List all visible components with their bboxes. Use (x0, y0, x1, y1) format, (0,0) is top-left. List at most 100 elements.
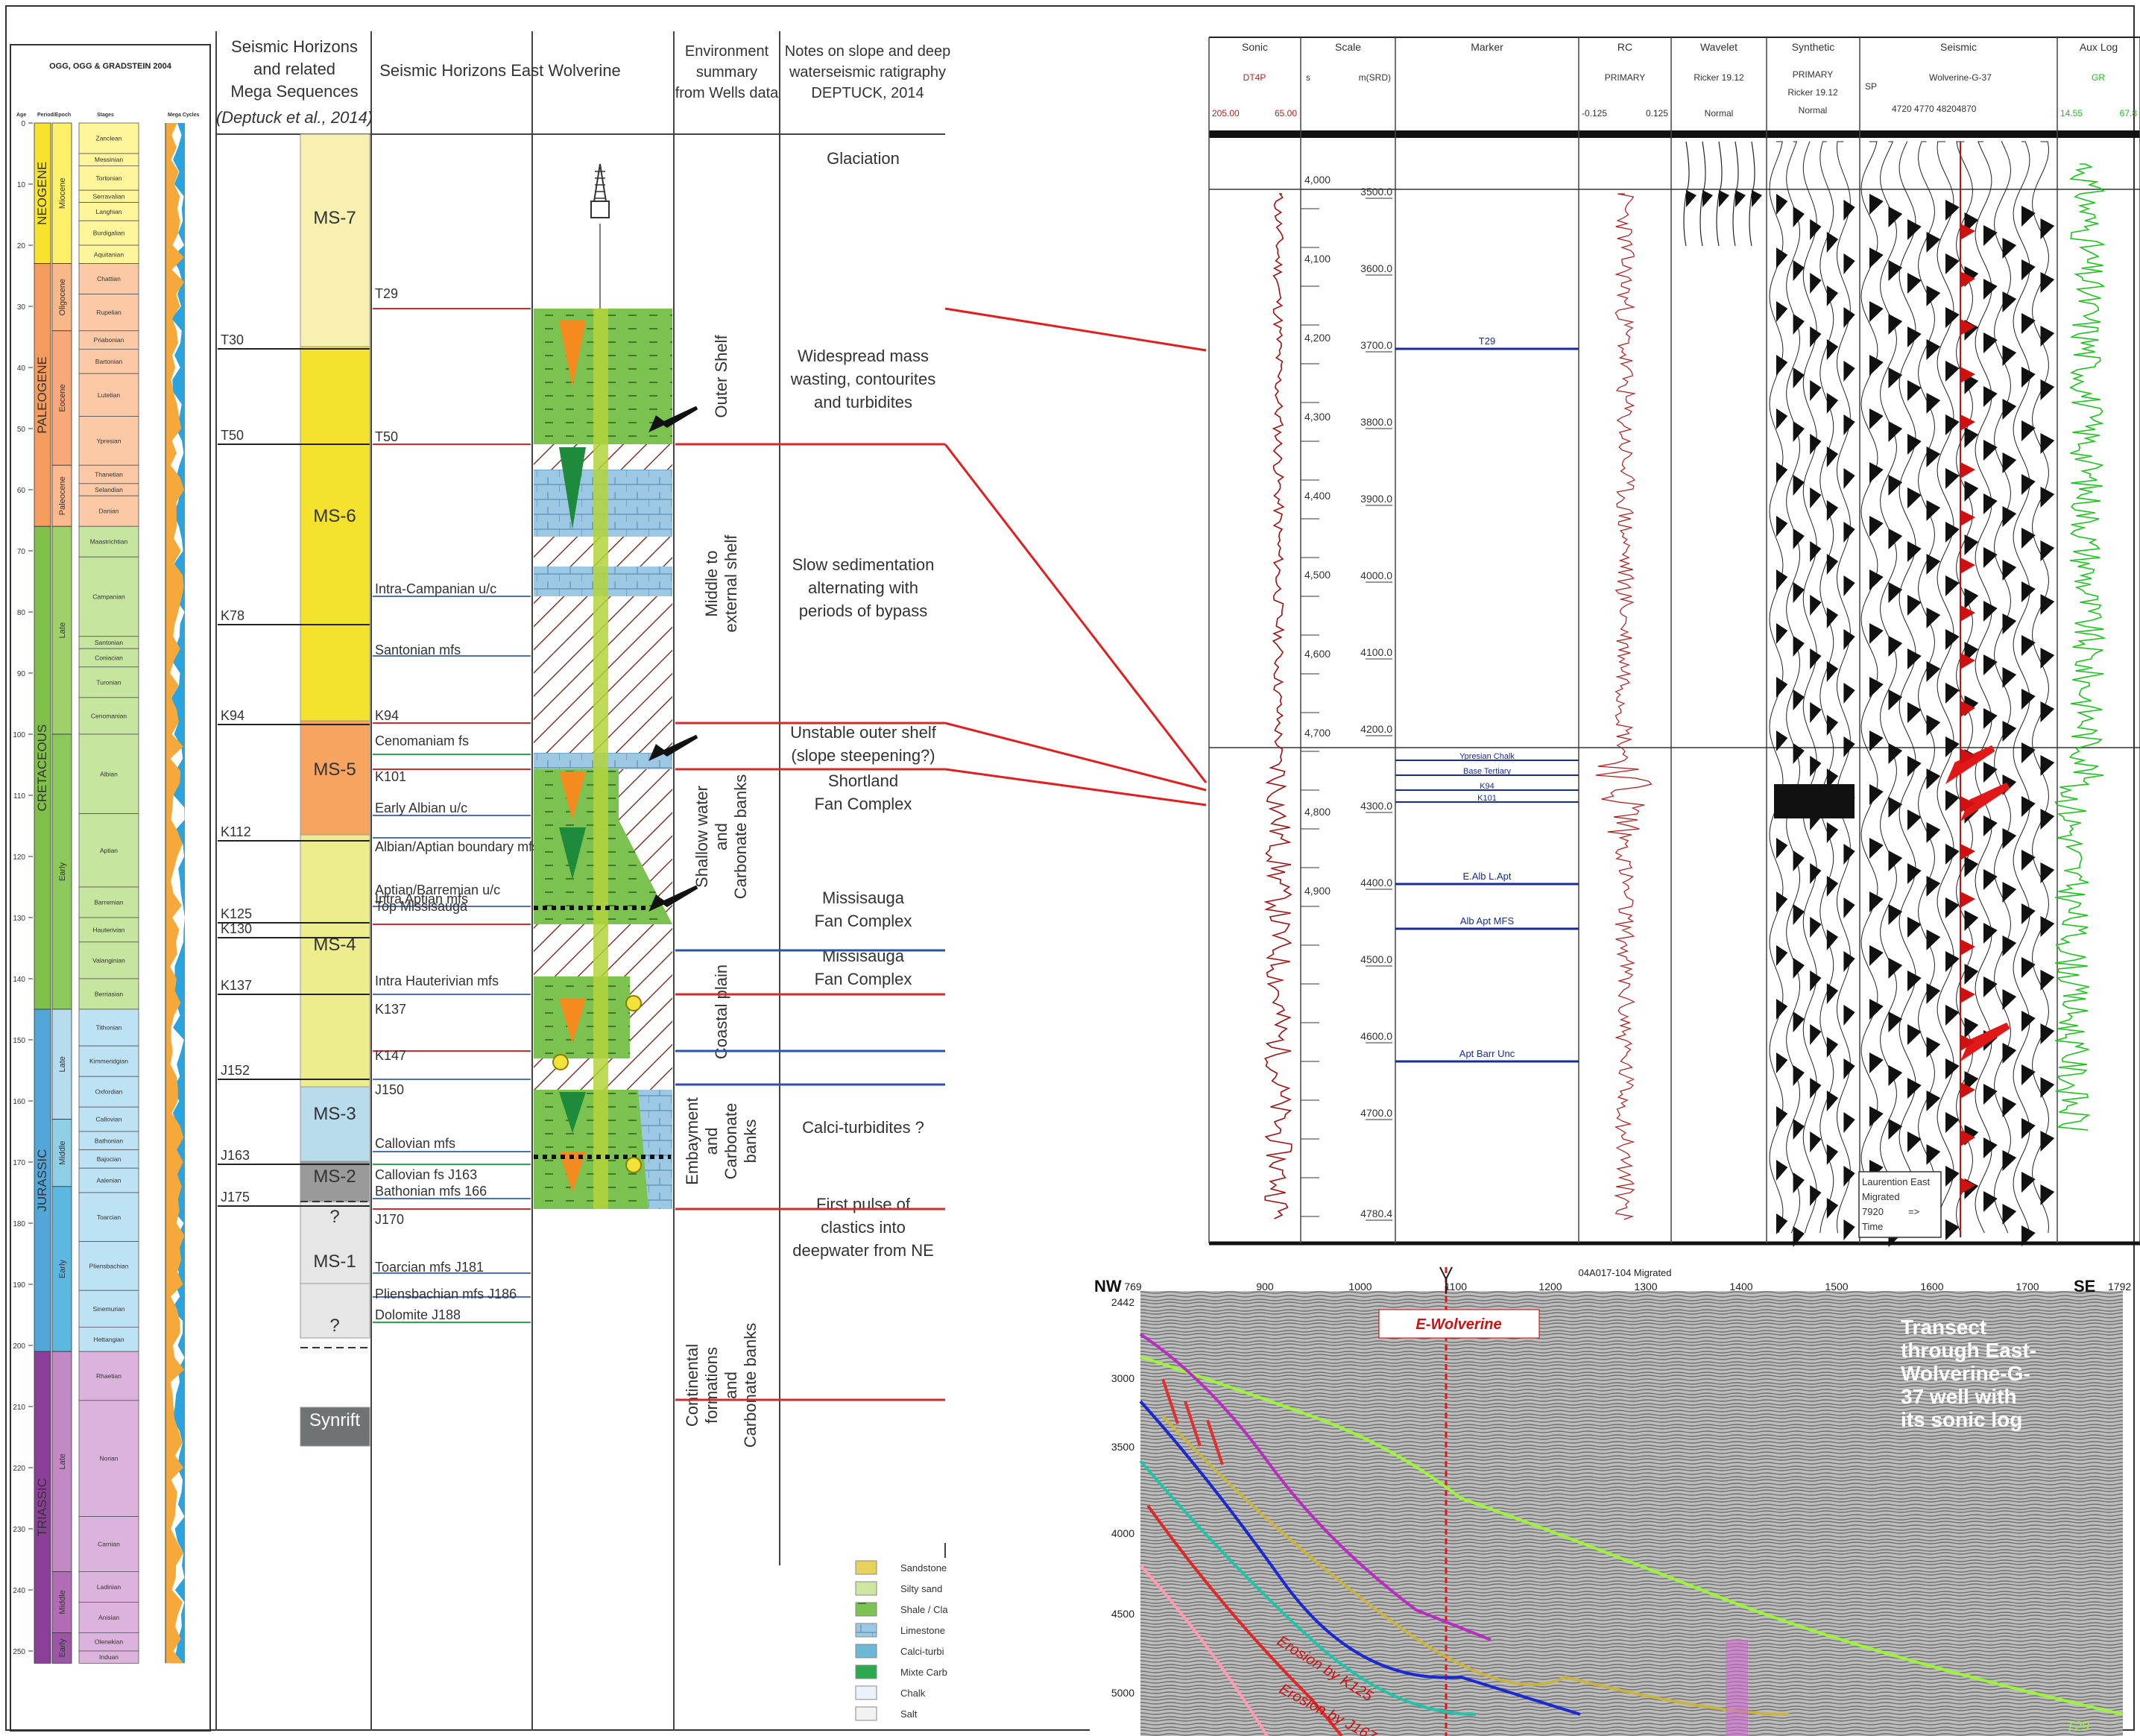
seismic-lobe (1869, 247, 1884, 268)
synthetic-lobe (1793, 367, 1805, 388)
synthetic-lobe (1843, 361, 1855, 382)
stage-block (78, 1632, 139, 1652)
seismic-lobe (1869, 516, 1884, 537)
seismic-lobe (2040, 648, 2055, 669)
age-tick-label: 190 (13, 1281, 25, 1290)
ew-horizon-label: Callovian fs J163 (375, 1167, 477, 1182)
section-corner-label: T29 (2066, 1719, 2089, 1734)
synthetic-label: PRIMARY (1793, 69, 1833, 80)
seismic-lobe (1907, 863, 1922, 884)
synthetic-lobe (1843, 1005, 1855, 1026)
tie-lobe (1960, 271, 1975, 288)
environment-label: Carbonate banks (731, 774, 750, 900)
synthetic-lobe (1826, 929, 1839, 950)
seismic-lobe (2021, 259, 2036, 280)
seismic-lobe (1926, 500, 1941, 521)
env-header-line3: from Wells data (675, 85, 779, 101)
seismic-lobe (2002, 560, 2017, 581)
synthetic-lobe (1793, 475, 1805, 496)
stage-label: Valanginian (92, 956, 125, 964)
environment-label: Carbonate (722, 1103, 740, 1180)
stage-label: Rhaetian (96, 1372, 121, 1380)
marker-label: T29 (1479, 335, 1495, 347)
seismic-lobe (1964, 427, 1979, 448)
seismic-lobe (2021, 474, 2036, 495)
wavelet-lobe (1686, 190, 1696, 207)
section-x-tick: 1792 (2108, 1281, 2131, 1292)
synthetic-lobe (1793, 904, 1805, 925)
scale-unit-time: s (1306, 72, 1310, 83)
mega-sequence-block (300, 1407, 370, 1447)
wavelet-label: Ricker 19.12 (1694, 72, 1744, 83)
seismic-lobe (1983, 440, 1998, 461)
mega-sequence-block (300, 1201, 370, 1284)
correlation-line (944, 444, 1208, 783)
seismic-lobe (1983, 1191, 1998, 1212)
stage-block (78, 122, 139, 154)
stage-label: Hettangian (93, 1336, 124, 1343)
section-title: 04A017-104 Migrated (1578, 1267, 1671, 1278)
synthetic-lobe (1776, 1213, 1788, 1234)
marker-label: Base Tertiary (1463, 767, 1511, 776)
seismic-lobe (1888, 904, 1903, 925)
tie-lobe (1960, 605, 1975, 622)
age-tick-label: 120 (13, 853, 25, 862)
section-y-tick: 4000 (1111, 1527, 1134, 1539)
seismic-lobe (1964, 373, 1979, 394)
section-y-tick: 3500 (1111, 1441, 1134, 1453)
rc-range-left: -0.125 (1582, 108, 1607, 119)
legend-label: Calci-turbi (900, 1646, 944, 1657)
environment-label: and (722, 1372, 740, 1399)
ew-horizon-label: Callovian mfs (375, 1136, 455, 1151)
tie-lobe (1960, 462, 1975, 479)
tie-lobe (1960, 367, 1975, 383)
seismic-lobe (2021, 1118, 2036, 1139)
rc-curve (1595, 193, 1653, 1220)
tie-lobe (1960, 748, 1975, 765)
seismic-lobe (1888, 1065, 1903, 1086)
time-tick-label: 4,600 (1304, 648, 1331, 660)
seismic-lobe (1945, 1058, 1960, 1079)
age-tick-label: 0 (21, 120, 25, 128)
synthetic-lobe (1843, 683, 1855, 704)
seismic-lobe (1888, 743, 1903, 764)
strat-col-header: Period/Epoch (37, 113, 71, 118)
stage-block (78, 1167, 139, 1193)
ew-horizon-label: Cenomaniam fs (375, 733, 469, 748)
stage-block (78, 1106, 139, 1132)
stage-block (78, 165, 139, 191)
synthetic-lobe (1793, 582, 1805, 603)
horizon-left-label: J175 (221, 1190, 250, 1205)
seismic-lobe (1945, 897, 1960, 918)
ew-horizon-label: K101 (375, 769, 406, 784)
note-line: Fan Complex (815, 912, 912, 930)
seismic-lobe (2040, 970, 2055, 991)
time-tick-label: 4,300 (1304, 411, 1331, 423)
period-label: TRIASSIC (35, 1478, 49, 1536)
seismic-lobe (1964, 964, 1979, 985)
stage-block (78, 1149, 139, 1169)
seismic-lobe (1983, 279, 1998, 300)
red-arrow-icon (1960, 782, 2010, 822)
note-line: wasting, contourites (790, 370, 935, 388)
note-line: alternating with (808, 578, 918, 597)
legend-swatch (855, 1706, 877, 1721)
stage-block (78, 1076, 139, 1108)
epoch-label: Paleocene (58, 476, 67, 515)
seismic-lobe (1888, 475, 1903, 496)
seismic-lobe (1945, 736, 1960, 757)
legend-swatch (855, 1644, 877, 1658)
seismic-lobe (2021, 957, 2036, 978)
synthetic-lobe (1793, 1065, 1805, 1086)
seismic-lobe (2021, 1172, 2036, 1193)
mega-sequence-label: ? (329, 1316, 339, 1336)
synthetic-lobe (1776, 408, 1788, 429)
note-line: First pulse of (816, 1195, 911, 1213)
stage-block (78, 263, 139, 295)
correlation-line (944, 768, 1207, 807)
age-tick-label: 130 (13, 915, 25, 923)
seismic-lobe (2040, 379, 2055, 400)
age-tick-label: 20 (17, 242, 26, 250)
